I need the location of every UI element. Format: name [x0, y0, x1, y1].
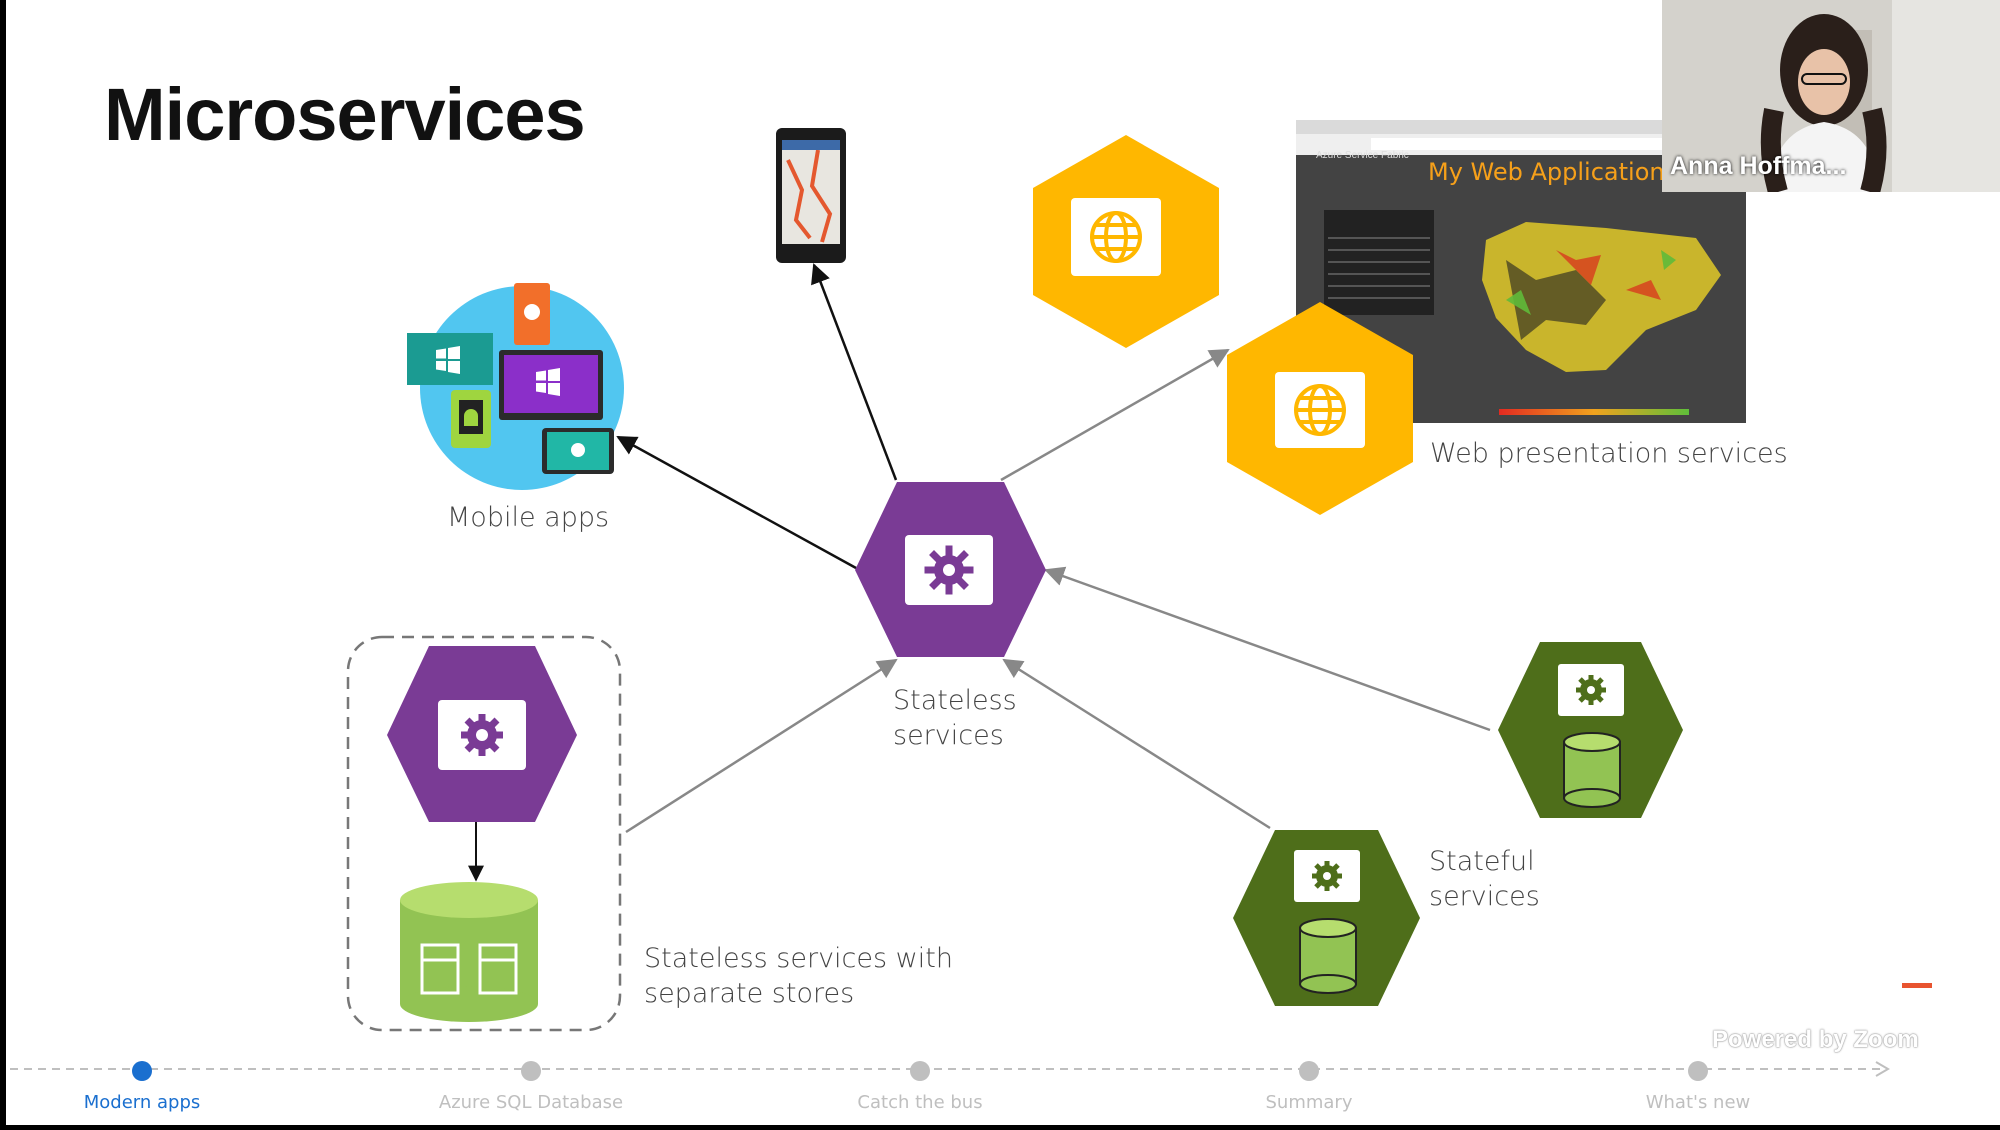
- nav-dot-whats-new[interactable]: [1688, 1061, 1708, 1081]
- nav-dot-catch-the-bus[interactable]: [910, 1061, 930, 1081]
- stateless-service-hexagon: [855, 482, 1046, 657]
- nav-item-modern-apps[interactable]: Modern apps: [83, 1092, 201, 1113]
- nav-dot-azure-sql[interactable]: [521, 1061, 541, 1081]
- phone-icon: [776, 128, 846, 263]
- nav-item-whats-new[interactable]: What's new: [1645, 1092, 1751, 1113]
- globe-icon-2: [1294, 384, 1346, 436]
- label-stateless-separate-stores: Stateless services with separate stores: [644, 943, 953, 1009]
- separate-stores-group: [346, 635, 622, 1032]
- zoom-indicator-mark: [1902, 983, 1932, 988]
- gear-icon-4: [1312, 861, 1342, 891]
- participant-video-tile[interactable]: Anna Hoffma...: [1662, 0, 2000, 192]
- nav-dot-summary[interactable]: [1299, 1061, 1319, 1081]
- gear-icon-2: [461, 714, 503, 756]
- label-stateful-services: Stateful services: [1429, 846, 1540, 912]
- windows-icon: [436, 346, 460, 374]
- web-service-hexagon-2: [1227, 302, 1413, 515]
- label-web-presentation: Web presentation services: [1430, 438, 1788, 469]
- gear-icon: [924, 545, 974, 595]
- participant-video-feed: [1662, 0, 2000, 192]
- android-icon: [464, 409, 478, 426]
- arrow-to-mobile-apps: [616, 435, 857, 570]
- nav-item-azure-sql[interactable]: Azure SQL Database: [438, 1092, 624, 1113]
- nav-dot-modern-apps[interactable]: [132, 1061, 152, 1081]
- participant-name: Anna Hoffma...: [1670, 152, 1847, 180]
- gear-icon-3: [1576, 675, 1606, 705]
- microservices-diagram: [10, 120, 1932, 1081]
- arrow-from-stateful-2: [1002, 658, 1271, 830]
- arrow-from-separate-stores: [625, 658, 898, 834]
- arrow-to-web-services: [1000, 348, 1230, 482]
- map-icon: [786, 149, 833, 243]
- nav-item-catch-the-bus[interactable]: Catch the bus: [857, 1092, 983, 1113]
- web-service-hexagon-1: [1033, 135, 1219, 348]
- globe-icon: [1090, 211, 1142, 263]
- zoom-watermark: Powered by Zoom: [1712, 1026, 1919, 1053]
- arrow-to-phone: [811, 263, 898, 481]
- apple-icon-2: [571, 443, 585, 457]
- arrow-from-stateful-1: [1044, 566, 1491, 732]
- mobile-apps-icon: [407, 283, 624, 490]
- stateful-service-hexagon-1: [1498, 642, 1683, 818]
- slide-title: Microservices: [104, 73, 586, 156]
- label-mobile-apps: Mobile apps: [447, 502, 610, 533]
- table-preview: [1328, 237, 1430, 299]
- web-app-title: My Web Application: [1428, 158, 1665, 186]
- database-icon-2: [1563, 732, 1621, 808]
- nav-item-summary[interactable]: Summary: [1265, 1092, 1353, 1113]
- apple-icon: [524, 304, 540, 320]
- database-icon: [400, 882, 538, 1022]
- stateful-service-hexagon-2: [1233, 830, 1420, 1006]
- web-app-subtitle: Azure Service Fabric: [1316, 150, 1409, 161]
- database-icon-3: [1299, 918, 1357, 994]
- label-stateless-services: Stateless services: [893, 685, 1017, 751]
- windows-icon-2: [536, 368, 560, 396]
- connector-arrows: [468, 263, 1491, 882]
- progress-nav-track: [10, 1061, 1890, 1081]
